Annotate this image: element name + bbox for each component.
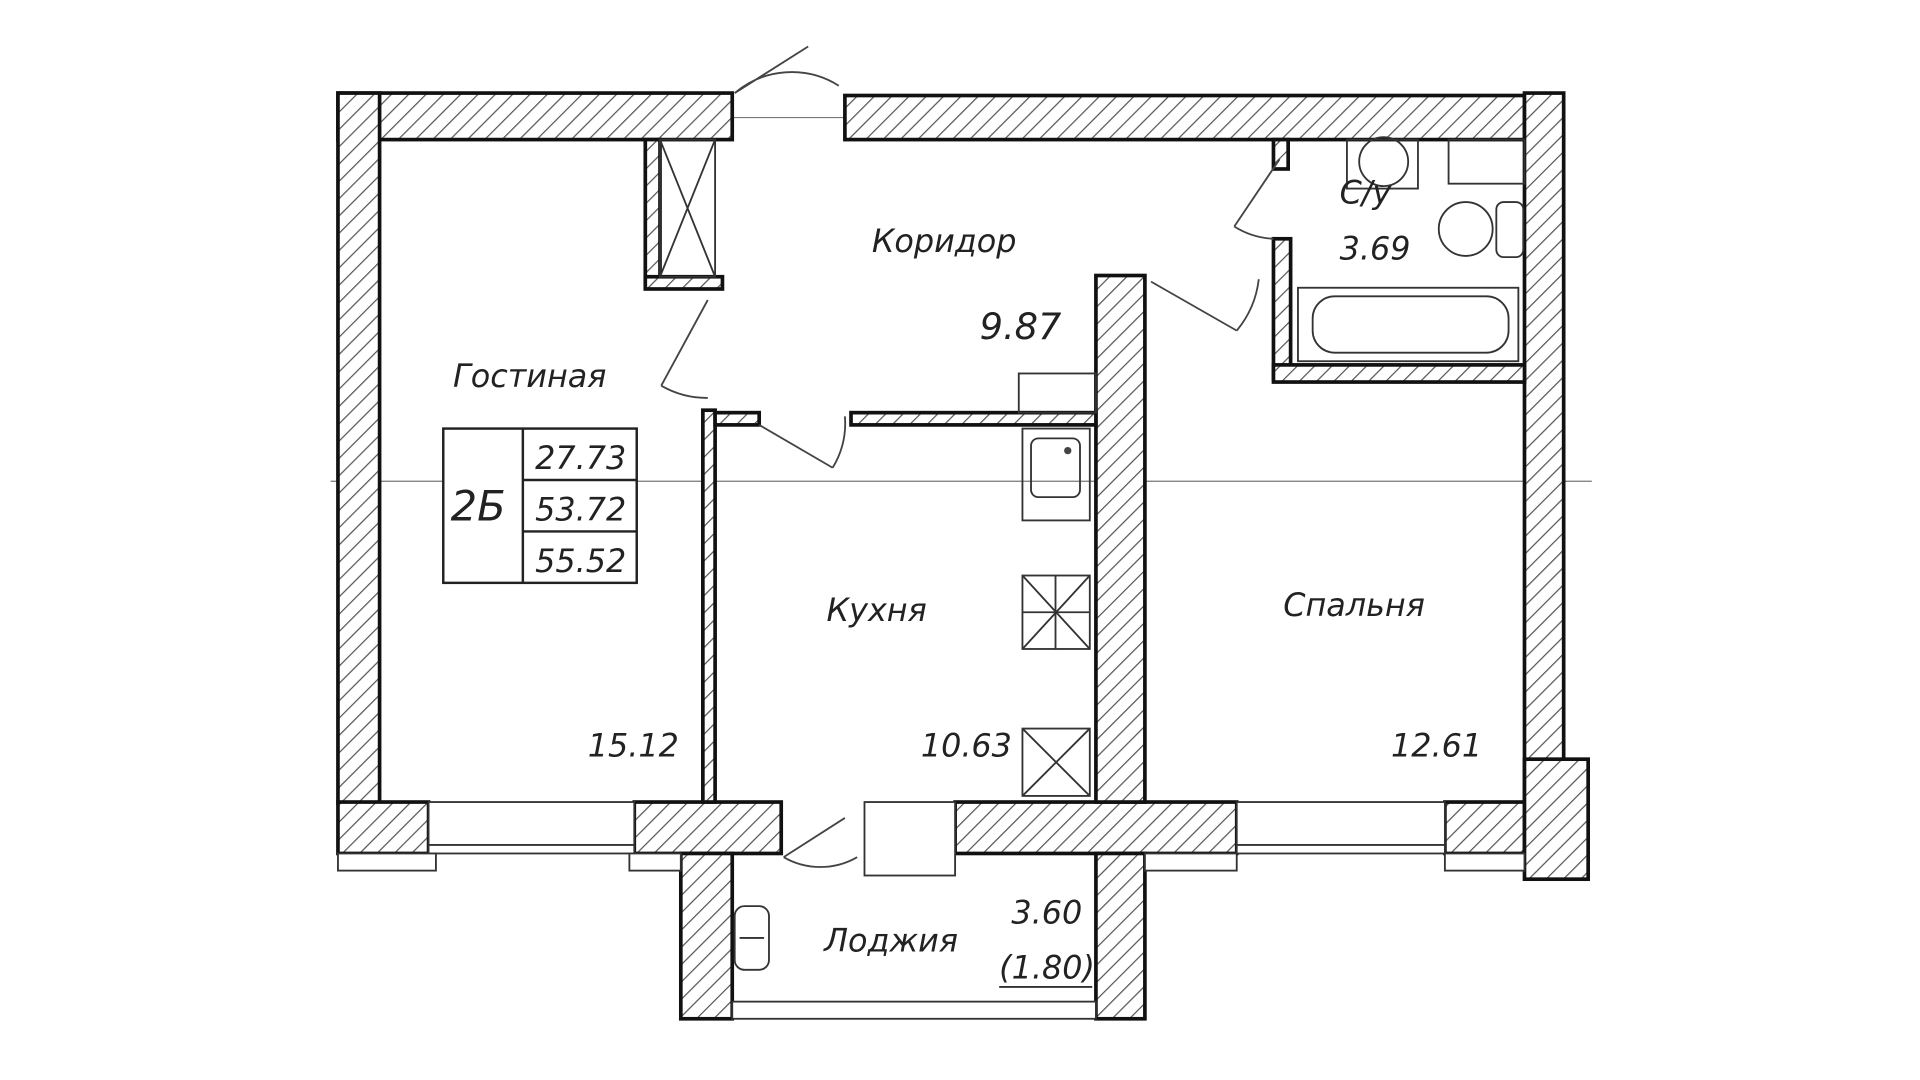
windows <box>337 801 1526 1020</box>
corridor-label: Коридор <box>872 222 1017 260</box>
bathroom-fixtures <box>1297 136 1526 363</box>
corridor-area: 9.87 <box>980 305 1062 348</box>
washbasin-icon <box>1346 138 1419 190</box>
bathroom-label: С/у <box>1340 173 1393 211</box>
total-area: 53.72 <box>535 490 626 528</box>
sink-icon <box>1021 427 1091 522</box>
closet <box>659 138 717 278</box>
interior-walls <box>643 137 1527 804</box>
doors <box>660 45 1281 868</box>
apartment-type: 2Б <box>451 481 506 530</box>
bedroom-label: Спальня <box>1283 586 1425 624</box>
kitchen-fixtures <box>1017 372 1097 797</box>
kitchen-area: 10.63 <box>921 727 1012 765</box>
apartment-summary-table: 2Б 27.73 53.72 55.52 <box>442 427 638 585</box>
loggia-label: Лоджия <box>823 921 958 959</box>
kitchen-label: Кухня <box>827 591 927 629</box>
toilet-icon <box>1437 201 1494 257</box>
living-area: 15.12 <box>588 727 679 765</box>
living-area-total: 27.73 <box>535 439 626 477</box>
total-area-with-loggia: 55.52 <box>535 542 626 580</box>
loggia-reduced-area: (1.80) <box>999 948 1095 986</box>
bathroom-area: 3.69 <box>1340 230 1411 268</box>
bedroom-area: 12.61 <box>1391 727 1482 765</box>
living-label: Гостиная <box>453 357 606 395</box>
fridge-icon <box>1021 727 1091 797</box>
bathtub-icon <box>1297 286 1520 363</box>
loggia-area: 3.60 <box>1011 893 1082 931</box>
radiator-icon <box>733 905 770 971</box>
